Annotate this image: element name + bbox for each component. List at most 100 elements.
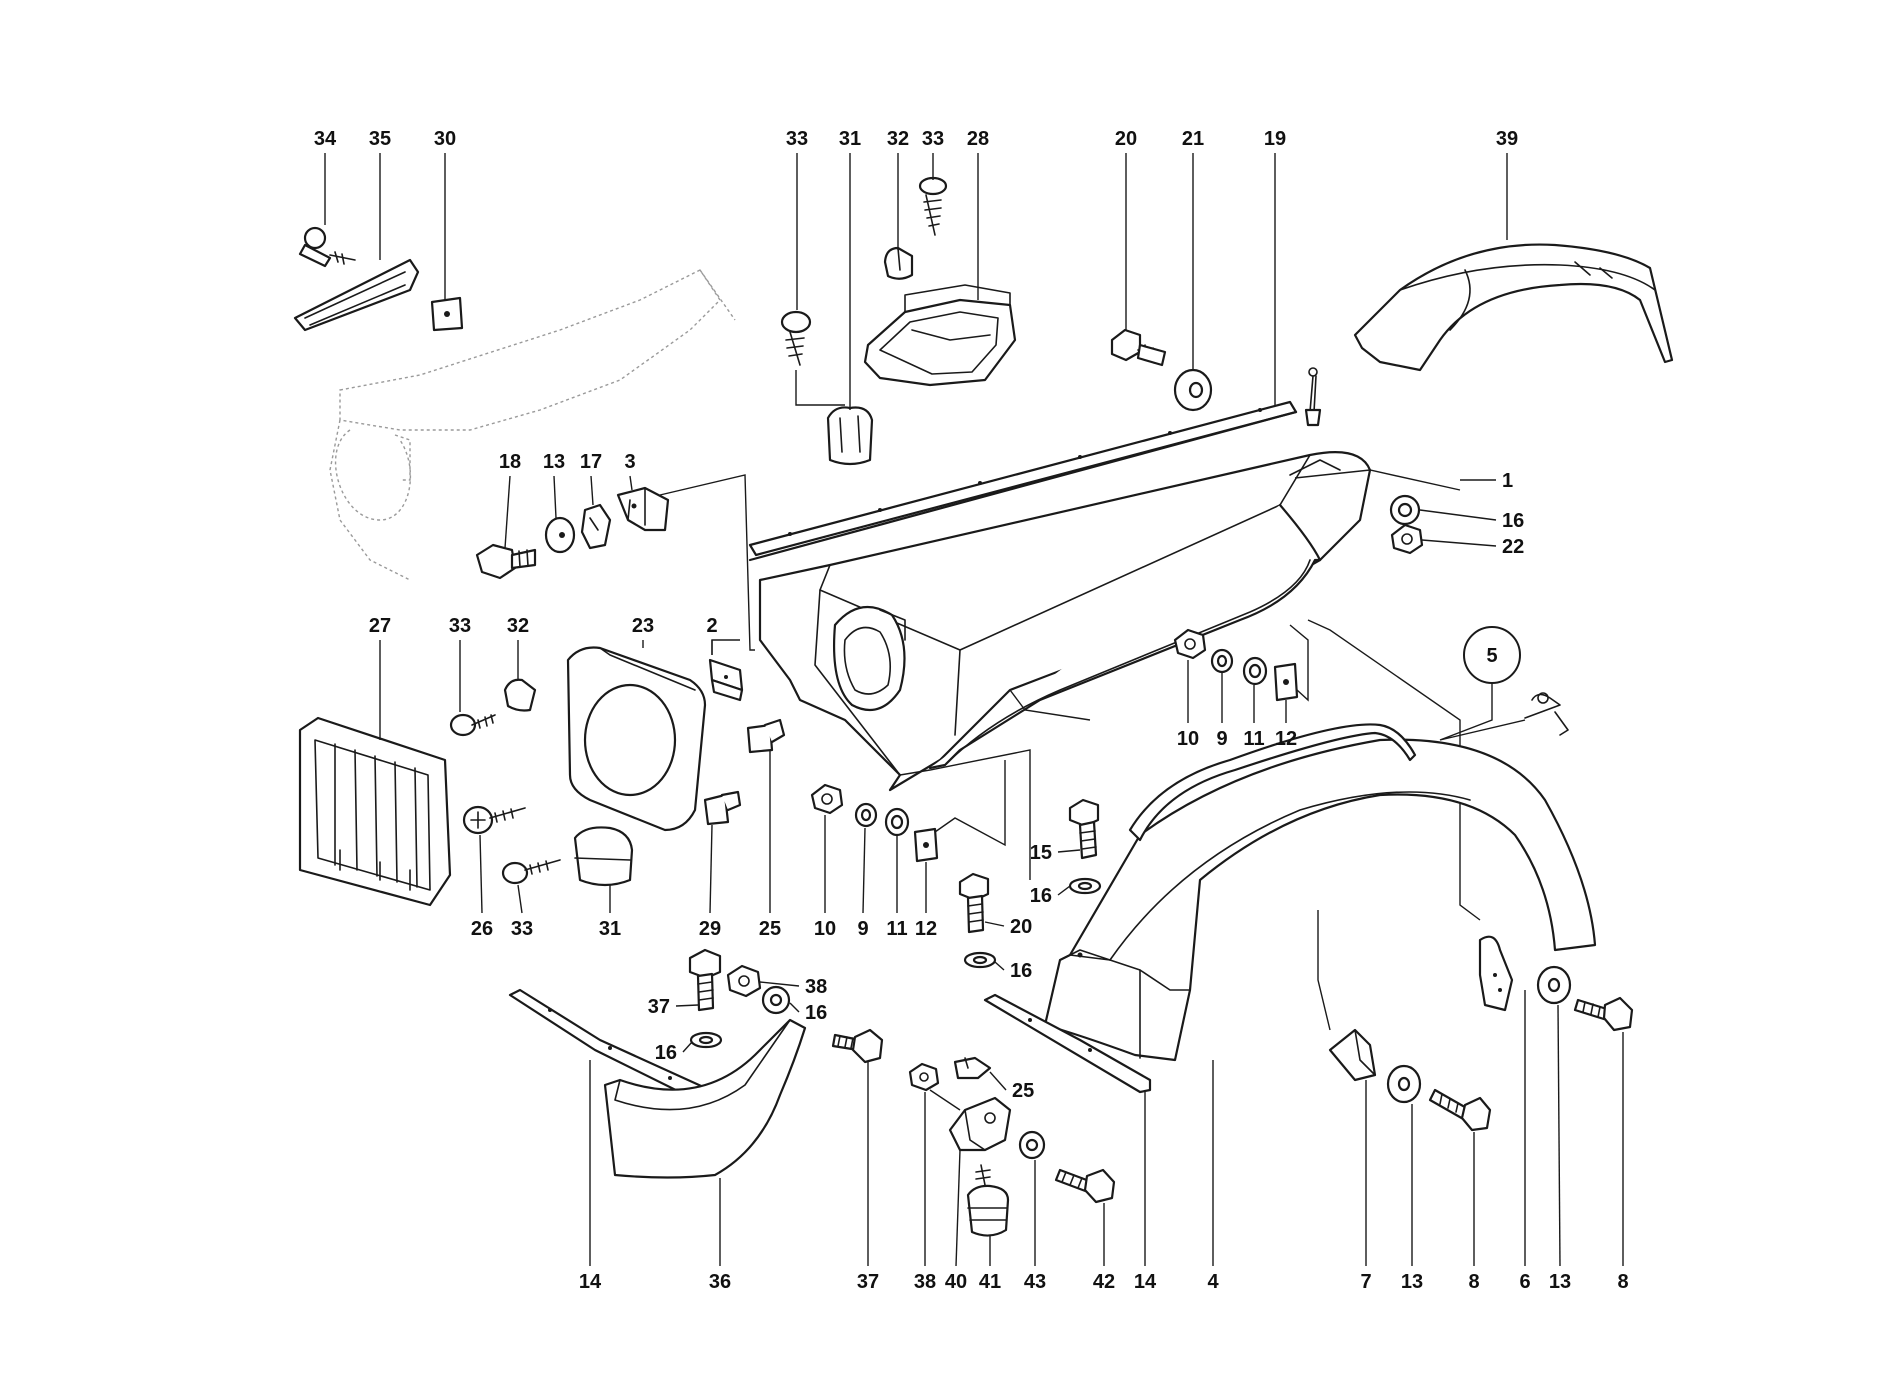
callout-c16d-leader (789, 1002, 800, 1013)
mounting-bracket-28[interactable] (863, 284, 1017, 387)
callout-c16c-leader (994, 961, 1005, 971)
spring-washer-9-upper[interactable] (1210, 648, 1234, 674)
callout-c33a-label: 33 (786, 128, 808, 150)
callout-c10a-label: 10 (1177, 728, 1199, 750)
washer-16-center-lower[interactable] (963, 951, 997, 969)
bracket-2[interactable] (708, 658, 744, 702)
bump-stop-31-upper[interactable] (826, 406, 874, 466)
callout-c35-label: 35 (369, 128, 391, 150)
spring-washer-9-lower[interactable] (854, 802, 878, 828)
callout-c36-label: 36 (709, 1271, 731, 1293)
nut-38-lower[interactable] (908, 1062, 940, 1092)
callout-c9a-label: 9 (1216, 728, 1227, 750)
r-clip-pin[interactable] (1524, 692, 1569, 736)
clip-nut-30[interactable] (430, 296, 464, 332)
callout-c37b-label: 37 (857, 1271, 879, 1293)
clip-32-left[interactable] (503, 678, 537, 712)
fender-flare-4[interactable] (1043, 738, 1597, 1062)
clip-25-lower[interactable] (953, 1056, 992, 1080)
wheel-arch-trim-strip[interactable] (1128, 723, 1417, 842)
callout-c41-label: 41 (979, 1271, 1001, 1293)
inner-wheelhouse-39[interactable] (1353, 243, 1674, 372)
callout-5-label: 5 (1486, 645, 1497, 667)
screw-33-mid-left[interactable] (449, 713, 496, 737)
headlamp-bezel-23[interactable] (566, 646, 707, 832)
clip-17[interactable] (580, 503, 612, 550)
callout-c11a-label: 11 (1243, 728, 1264, 750)
bracket-3[interactable] (616, 486, 670, 532)
callout-c4-label: 4 (1207, 1271, 1219, 1293)
callout-c25a-label: 25 (759, 918, 781, 940)
nut-10-upper[interactable] (1173, 628, 1207, 660)
nut-38-upper[interactable] (726, 964, 762, 998)
screw-26[interactable] (462, 805, 526, 835)
callout-c18-label: 18 (499, 451, 521, 473)
clip-29[interactable] (703, 790, 742, 826)
screw-34[interactable] (298, 226, 356, 268)
bolt-18[interactable] (475, 543, 537, 580)
front-fender-1[interactable] (758, 451, 1372, 792)
washer-13-right-mid[interactable] (1386, 1064, 1422, 1104)
clip-nut-12-lower[interactable] (913, 827, 939, 863)
washer-13-left[interactable] (544, 516, 576, 554)
callout-c32a-label: 32 (887, 128, 909, 150)
screw-spring-41[interactable] (966, 1164, 1010, 1237)
washer-16-center-upper[interactable] (1068, 877, 1102, 895)
grille-27[interactable] (298, 716, 452, 907)
seal-strip-19[interactable] (748, 400, 1298, 562)
bracket-7[interactable] (1328, 1028, 1377, 1082)
washer-11-lower[interactable] (884, 807, 910, 837)
side-trim-vent-35[interactable] (293, 258, 420, 332)
callout-c16c-label: 16 (1010, 960, 1032, 982)
washer-11-upper[interactable] (1242, 656, 1268, 686)
mud-flap-36[interactable] (603, 1018, 807, 1179)
washer-16-lower-b[interactable] (689, 1031, 723, 1049)
callout-c10b-label: 10 (814, 918, 836, 940)
washer-21[interactable] (1173, 368, 1213, 412)
callout-c33d-label: 33 (511, 918, 533, 940)
callout-c16b-leader (1057, 885, 1071, 896)
washer-43[interactable] (1018, 1130, 1046, 1160)
pin-clip-small[interactable] (1304, 367, 1322, 427)
callout-c15-label: 15 (1030, 842, 1052, 864)
bracket-40[interactable] (948, 1096, 1012, 1152)
callout-c25b-leader (989, 1071, 1007, 1091)
bump-stop-31-lower[interactable] (573, 826, 634, 887)
bolt-8-mid[interactable] (1428, 1088, 1492, 1132)
callout-c16a-leader (1419, 509, 1497, 521)
bolt-37-lower[interactable] (831, 1028, 884, 1064)
callout-c20a-label: 20 (1115, 128, 1137, 150)
nut-10-lower[interactable] (810, 783, 844, 815)
clip-32-upper[interactable] (883, 246, 914, 280)
bolt-20-upper[interactable] (1110, 328, 1167, 367)
bracket-6[interactable] (1478, 935, 1514, 1012)
bolt-15[interactable] (1068, 798, 1100, 860)
callout-c37a-leader (675, 1004, 699, 1007)
screw-33-lower-left[interactable] (501, 859, 561, 885)
washer-13-far-right[interactable] (1536, 965, 1572, 1005)
callout-c2-label: 2 (706, 615, 717, 637)
clip-25-mid[interactable] (746, 718, 786, 754)
callout-c13c-label: 13 (1549, 1271, 1571, 1293)
screw-33-top[interactable] (918, 176, 948, 236)
callout-c32b-label: 32 (507, 615, 529, 637)
callout-c28-label: 28 (967, 128, 989, 150)
screw-33-upper[interactable] (780, 310, 812, 366)
bolt-42[interactable] (1054, 1168, 1116, 1204)
callout-c31a-label: 31 (839, 128, 861, 150)
callout-c17-label: 17 (580, 451, 602, 473)
callout-c16a-label: 16 (1502, 510, 1524, 532)
bolt-20-lower[interactable] (958, 872, 990, 934)
callout-c13a-leader (553, 475, 557, 519)
clip-nut-12-upper[interactable] (1273, 662, 1299, 702)
washer-16-upper-right[interactable] (1389, 494, 1421, 526)
washer-16-lower-a[interactable] (761, 985, 791, 1015)
bolt-37-upper[interactable] (688, 948, 722, 1012)
nut-22[interactable] (1390, 523, 1424, 555)
trim-strip-14-right[interactable] (983, 993, 1152, 1094)
bolt-8-far-right[interactable] (1573, 996, 1634, 1032)
callout-c38a-leader (759, 981, 800, 987)
callout-c21-label: 21 (1182, 128, 1204, 150)
callout-c30-label: 30 (434, 128, 456, 150)
